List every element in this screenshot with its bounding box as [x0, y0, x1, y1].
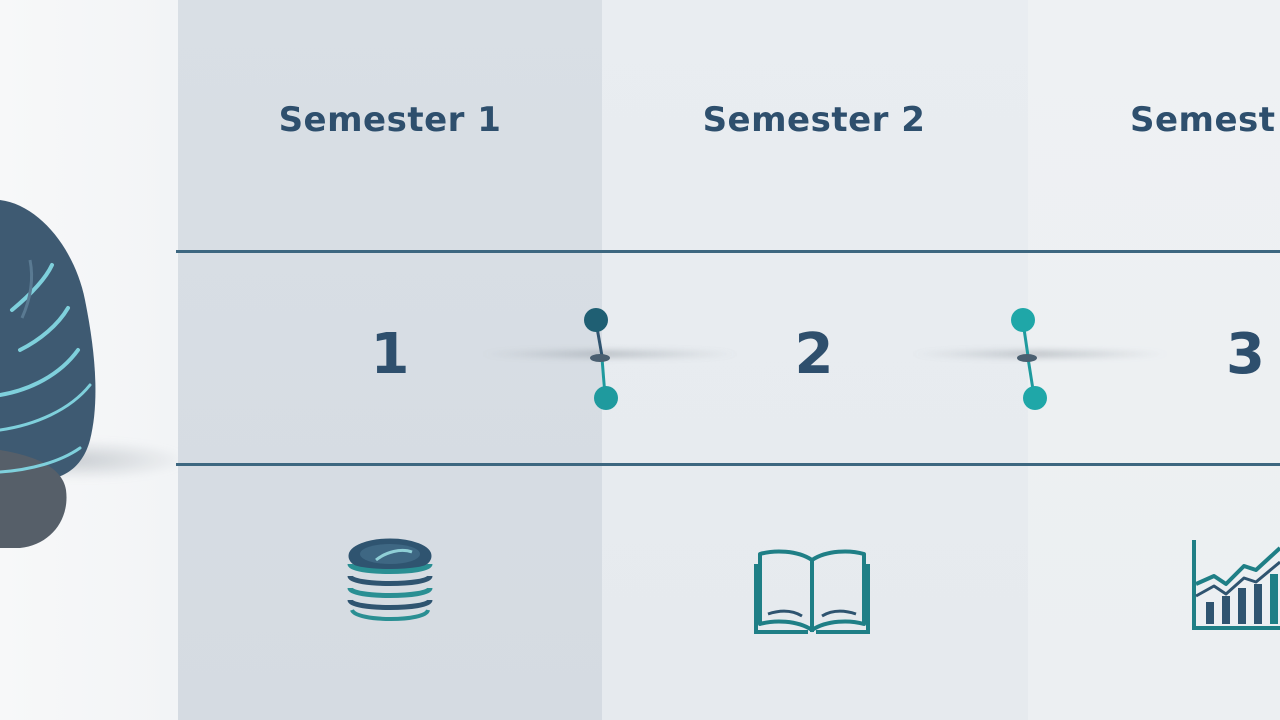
semester-number-1: 1 [370, 322, 410, 387]
brain-icon [0, 180, 180, 580]
open-book-icon [752, 544, 872, 644]
semester-number-2: 2 [794, 322, 834, 387]
bottom-divider [176, 463, 1280, 466]
semester-column-1: Semester 1 1 [178, 0, 602, 720]
semester-title-2: Semester 2 [702, 100, 926, 140]
semester-column-3: Semest 3 [1028, 0, 1280, 720]
coin-stack-icon [346, 530, 436, 634]
node-connector-icon [572, 300, 632, 410]
connection-line-2 [910, 350, 1170, 358]
node-connector-icon [1000, 300, 1060, 410]
connection-line-1 [480, 350, 740, 358]
top-divider [176, 250, 1280, 253]
semester-title-1: Semester 1 [278, 100, 502, 140]
semester-number-3: 3 [1226, 322, 1265, 387]
semester-title-3: Semest [1130, 100, 1276, 140]
bar-chart-icon [1190, 536, 1280, 640]
semester-column-2: Semester 2 2 [602, 0, 1028, 720]
